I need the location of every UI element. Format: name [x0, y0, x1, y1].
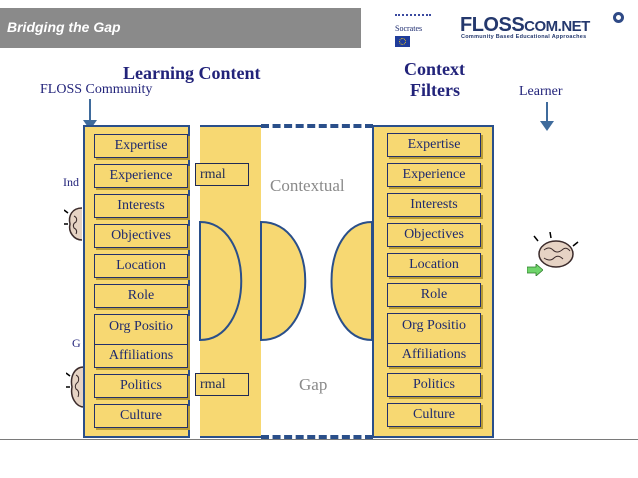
right-item-affiliations: Affiliations	[387, 343, 481, 367]
context-heading: Context	[404, 59, 465, 79]
left-item-affiliations: Affiliations	[94, 344, 188, 368]
left-item-objectives: Objectives	[94, 224, 188, 248]
left-puzzle-knob	[199, 220, 243, 342]
gap-top-border	[261, 124, 373, 128]
flosscom-tagline: Community Based Educational Approaches	[461, 34, 587, 40]
flosscom-suffix: COM.NET	[524, 18, 590, 35]
right-item-objectives: Objectives	[387, 223, 481, 247]
right-item-experience: Experience	[387, 163, 481, 187]
left-item-culture: Culture	[94, 404, 188, 428]
formal-label: rmal	[195, 373, 249, 396]
right-item-politics: Politics	[387, 373, 481, 397]
eu-flag-icon	[395, 36, 410, 47]
left-item-role: Role	[94, 284, 188, 308]
left-item-interests: Interests	[94, 194, 188, 218]
right-item-location: Location	[387, 253, 481, 277]
left-item-experience: Experience	[94, 164, 188, 188]
right-arrow-icon	[527, 264, 543, 276]
flosscom-main: FLOSS	[460, 14, 525, 36]
contextual-label: Contextual	[270, 176, 345, 195]
down-arrow-icon	[540, 102, 554, 131]
left-item-location: Location	[94, 254, 188, 278]
informal-label-text: rmal	[200, 167, 226, 182]
gap-left-puzzle-knob	[260, 220, 307, 342]
gap-bottom-border	[261, 435, 373, 439]
right-item-culture: Culture	[387, 403, 481, 427]
right-item-interests: Interests	[387, 193, 481, 217]
right-puzzle-knob	[330, 220, 373, 342]
right-item-expertise: Expertise	[387, 133, 481, 157]
socrates-logo-text: Socrates	[395, 24, 423, 33]
learner-label: Learner	[519, 84, 563, 99]
bottom-divider	[0, 439, 638, 440]
brain-icon	[64, 207, 83, 241]
flosscom-logo-text: FLOSSCOM.NET	[460, 14, 590, 37]
formal-label-text: rmal	[200, 377, 226, 392]
left-item-politics: Politics	[94, 374, 188, 398]
filters-heading: Filters	[410, 80, 460, 100]
group-label-fragment: G	[72, 336, 81, 350]
gap-label: Gap	[299, 375, 328, 394]
learning-content-heading: Learning Content	[123, 63, 261, 83]
slide-title: Bridging the Gap	[7, 19, 121, 35]
flosscom-ring-icon	[613, 12, 624, 23]
floss-community-label: FLOSS Community	[40, 82, 153, 97]
right-item-role: Role	[387, 283, 481, 307]
slide-title-bar: Bridging the Gap	[0, 8, 361, 48]
brain-icon	[66, 366, 85, 408]
left-item-expertise: Expertise	[94, 134, 188, 158]
brain-icon	[533, 232, 579, 268]
socrates-logo-mark	[395, 14, 431, 18]
informal-label: rmal	[195, 163, 249, 186]
individual-label-fragment: Ind	[63, 175, 79, 189]
